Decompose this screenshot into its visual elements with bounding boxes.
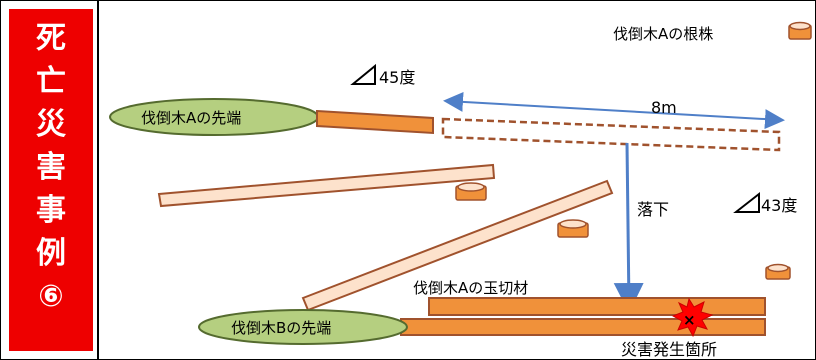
fall-label: 落下	[637, 200, 669, 219]
title-char: 事	[36, 193, 66, 228]
title-char: 例	[36, 236, 66, 271]
title-char: 害	[36, 150, 66, 185]
angle-43-icon	[733, 191, 760, 213]
log-piece-label: 伐倒木Aの玉切材	[413, 279, 528, 297]
stump-2	[557, 219, 589, 238]
angle-43-label: 43度	[761, 196, 797, 215]
panel-divider	[97, 1, 99, 359]
tree-a-tip-label: 伐倒木Aの先端	[141, 109, 241, 127]
accident-burst-icon: ×	[671, 297, 714, 338]
distance-label: 8m	[651, 98, 677, 117]
pale-log-diagonal	[301, 179, 614, 312]
tree-b-tip-shape	[198, 309, 408, 345]
tree-b-trunk	[400, 318, 766, 336]
svg-text:×: ×	[683, 311, 696, 329]
accident-site-label: 災害発生箇所	[621, 340, 717, 359]
title-char: 死	[36, 21, 66, 56]
title-char: 亡	[36, 64, 66, 99]
stump-1	[455, 182, 487, 201]
angle-45-label: 45度	[379, 68, 415, 87]
angle-45-icon	[350, 63, 376, 85]
stump-3	[765, 263, 791, 280]
title-char: ⑥	[38, 279, 64, 314]
stump-legend-icon	[788, 21, 812, 40]
stump-legend-label: 伐倒木Aの根株	[613, 25, 713, 43]
pale-log-upper	[157, 163, 496, 208]
distance-arrow	[443, 91, 785, 130]
tree-b-tip-label: 伐倒木Bの先端	[231, 319, 331, 337]
title-char: 災	[36, 107, 66, 142]
tree-a-missing-section	[441, 117, 781, 152]
tree-a-trunk	[316, 109, 434, 135]
title-panel: 死 亡 災 害 事 例 ⑥	[9, 9, 93, 351]
log-piece	[428, 297, 766, 316]
fall-arrow	[613, 142, 644, 313]
